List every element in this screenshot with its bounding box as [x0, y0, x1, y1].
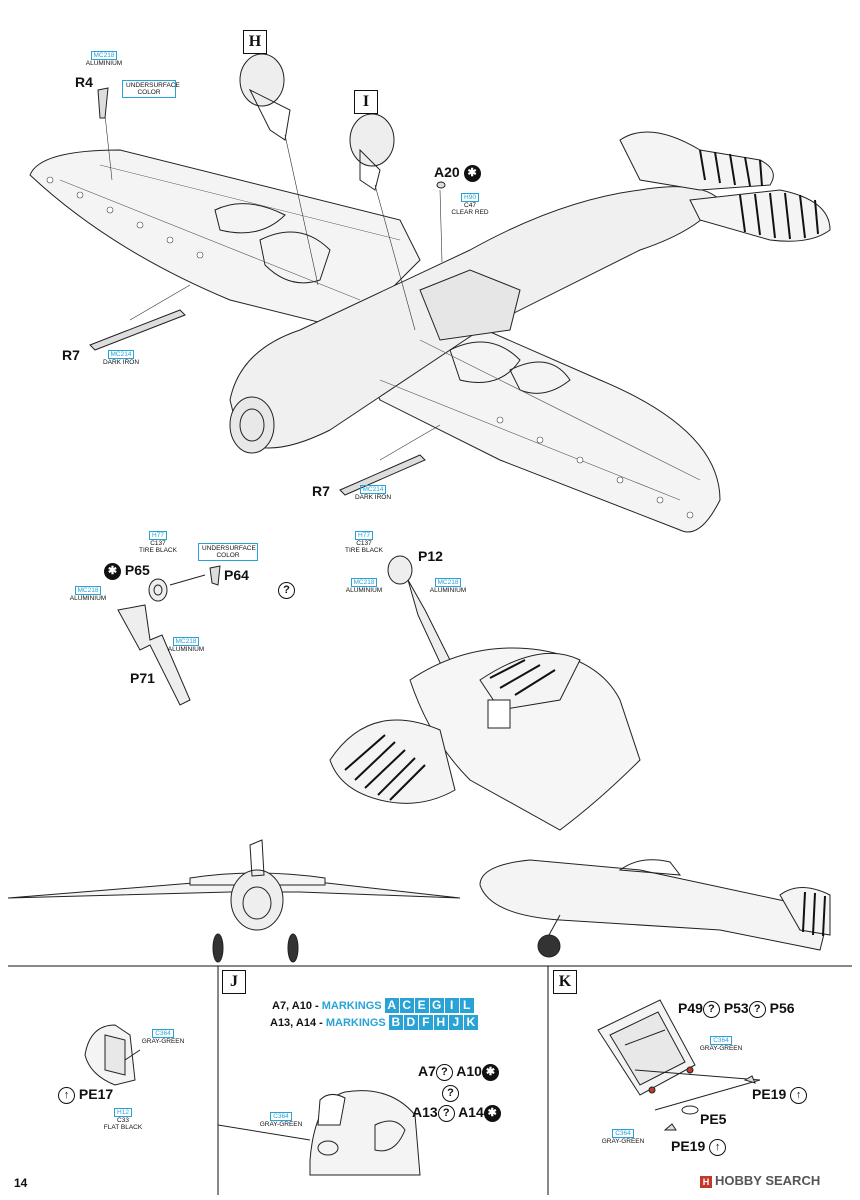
part-label-p12: P12	[418, 548, 443, 564]
part-label-pe17: ↑ PE17	[58, 1086, 113, 1104]
optional-part-marker: ?	[278, 581, 295, 599]
j-cockpit-drawing	[217, 1090, 421, 1176]
question-icon: ?	[702, 1000, 720, 1018]
marking-letter: H	[433, 1015, 448, 1030]
marking-letter: L	[459, 998, 474, 1013]
marking-letter: C	[399, 998, 414, 1013]
question-icon: ?	[437, 1104, 455, 1122]
page-number: 14	[14, 1176, 28, 1190]
k-part-row: P49? P53? P56	[678, 1000, 795, 1018]
j-part-row-mid: ?	[442, 1084, 459, 1102]
part-label-r7-top: R7	[62, 347, 80, 363]
k-gear-door-drawing	[597, 999, 761, 1131]
front-view-drawing	[7, 839, 461, 963]
part-label-pe19-right: PE19 ↑	[752, 1086, 808, 1104]
side-view-drawing	[479, 859, 831, 958]
do-not-use-icon: ✱	[463, 164, 481, 182]
part-label-a20: A20 ✱	[434, 164, 481, 182]
part-label-r7-bottom: R7	[312, 483, 330, 499]
marking-letter: G	[429, 998, 444, 1013]
question-icon: ?	[278, 581, 295, 599]
marking-letter: D	[403, 1015, 418, 1030]
marking-letter: B	[388, 1015, 403, 1030]
part-label-pe19-bottom: PE19 ↑	[671, 1138, 727, 1156]
bend-icon: ↑	[58, 1086, 75, 1104]
part-label-p71: P71	[130, 670, 155, 686]
marking-letter: J	[448, 1015, 463, 1030]
tail-installation-drawing	[329, 555, 641, 831]
color-callout-p64-under: UNDERSURFACE COLOR	[198, 543, 258, 561]
marking-letter: I	[444, 998, 459, 1013]
part-label-p64: P64	[224, 567, 249, 583]
j-part-row-1: A7? A10✱	[418, 1063, 499, 1081]
step-j-box: J	[222, 970, 246, 994]
bend-icon: ↑	[709, 1138, 727, 1156]
hobby-search-logo-icon: H	[700, 1175, 712, 1188]
part-label-p65: ✱ P65	[104, 562, 150, 580]
pe17-drawing	[84, 1024, 141, 1086]
part-label-r4: R4	[75, 74, 93, 90]
bend-icon: ↑	[790, 1086, 808, 1104]
do-not-use-icon: ✱	[104, 562, 121, 580]
question-icon: ?	[442, 1084, 459, 1102]
step-k-box: K	[553, 970, 577, 994]
j-part-row-2: A13? A14✱	[412, 1104, 501, 1122]
do-not-use-icon: ✱	[483, 1104, 501, 1122]
marking-letter: E	[414, 998, 429, 1013]
question-icon: ?	[748, 1000, 766, 1018]
question-icon: ?	[435, 1063, 453, 1081]
marking-letter: F	[418, 1015, 433, 1030]
main-aircraft-drawing	[29, 53, 831, 533]
do-not-use-icon: ✱	[481, 1063, 499, 1081]
part-label-pe5: PE5	[700, 1111, 727, 1127]
color-callout-r4-under: UNDERSURFACE COLOR	[122, 80, 180, 98]
step-i-box: I	[354, 90, 378, 114]
step-h-box: H	[243, 30, 267, 54]
marking-letter: A	[384, 998, 399, 1013]
marking-letter: K	[463, 1015, 478, 1030]
tail-wheel-assembly-drawing	[117, 565, 221, 706]
